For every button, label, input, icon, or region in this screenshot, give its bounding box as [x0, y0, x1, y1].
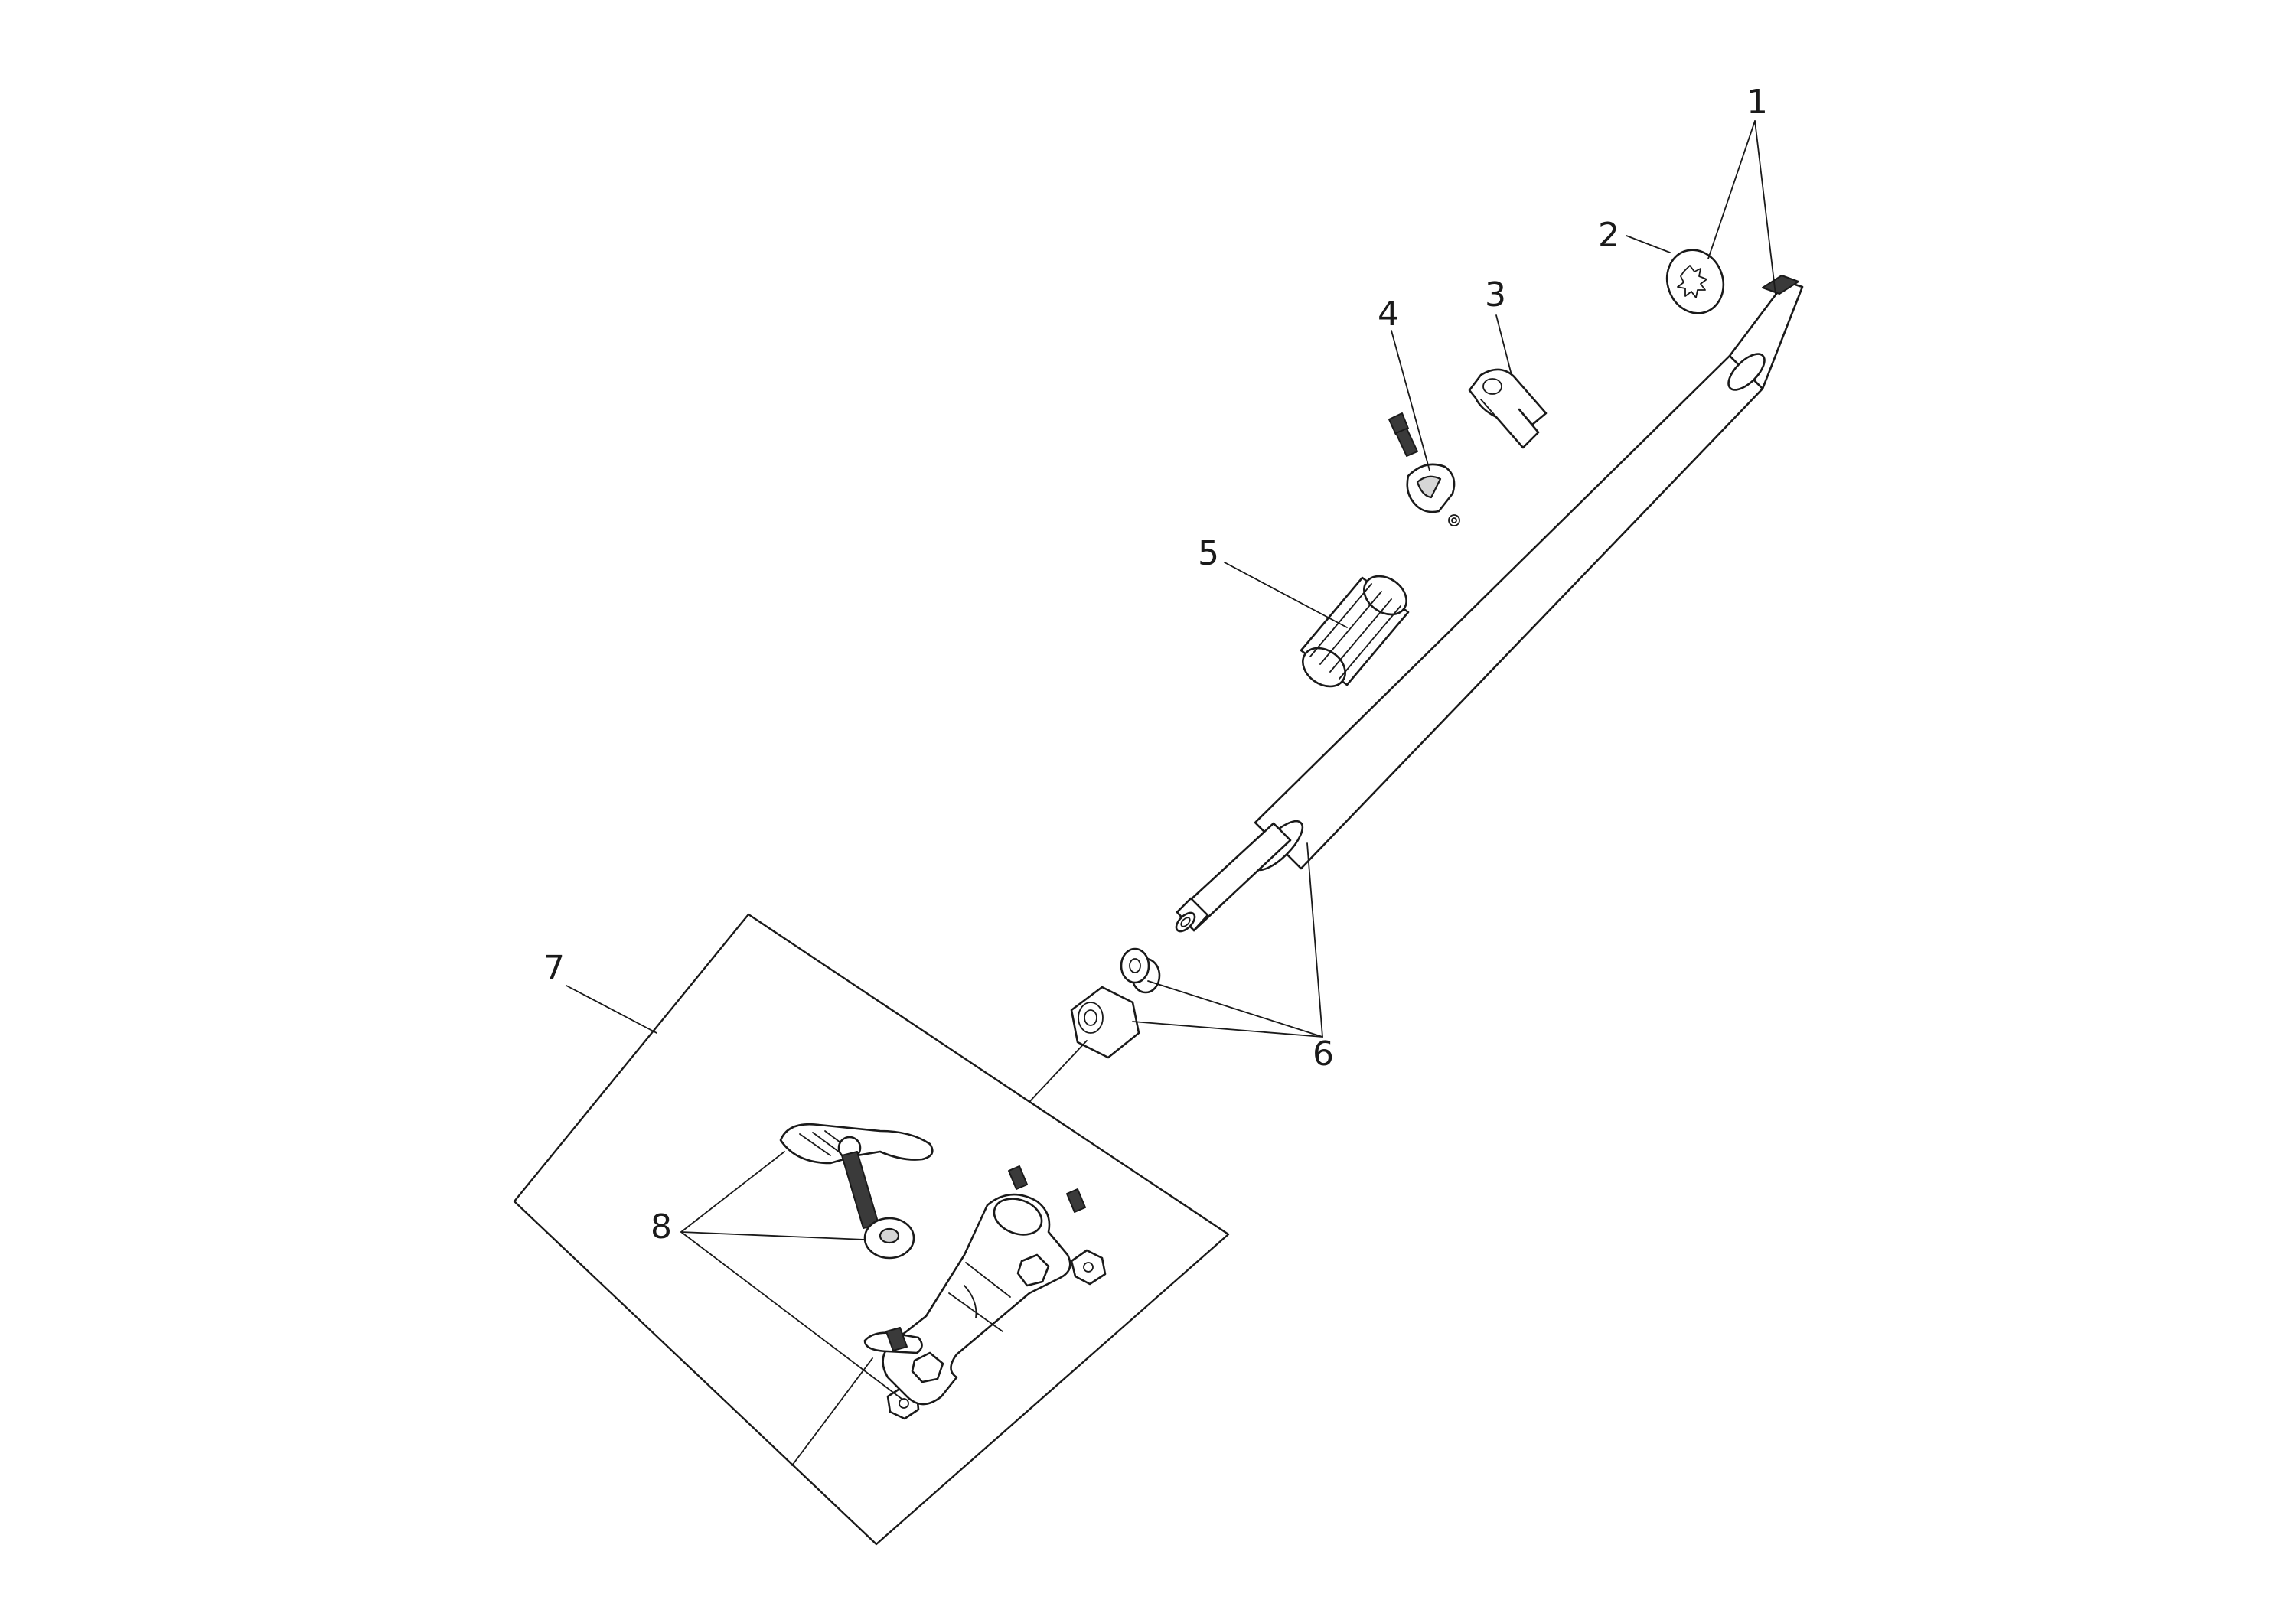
bolt [1388, 412, 1418, 457]
assembly-box [513, 913, 1230, 1546]
callout-8: 8 [651, 1207, 672, 1247]
inner-shaft-end [1175, 822, 1292, 933]
star-washer [1665, 249, 1725, 314]
hex-coupler [1070, 986, 1140, 1059]
leader-lines [566, 120, 1776, 1400]
small-screw-b [1066, 1188, 1086, 1213]
callout-2: 2 [1598, 216, 1619, 255]
callout-6: 6 [1313, 1035, 1334, 1074]
callout-5: 5 [1198, 534, 1219, 573]
callout-7: 7 [543, 949, 565, 988]
threaded-screw [841, 1151, 879, 1229]
callout-labels: 1 2 3 4 5 6 7 8 [543, 83, 1768, 1247]
bushing [1120, 947, 1161, 994]
clamp [1406, 463, 1460, 526]
grip-sleeve [1300, 575, 1410, 688]
mount-head [863, 1193, 1071, 1406]
knob-handle [779, 1123, 934, 1165]
axis-line [1029, 1040, 1088, 1103]
bracket [1468, 368, 1548, 449]
small-screw-a [1008, 1165, 1028, 1190]
callout-3: 3 [1485, 275, 1506, 314]
callout-1: 1 [1746, 83, 1768, 122]
hex-nut-right [1070, 1249, 1107, 1286]
callout-4: 4 [1378, 295, 1399, 334]
washer [863, 1217, 915, 1260]
